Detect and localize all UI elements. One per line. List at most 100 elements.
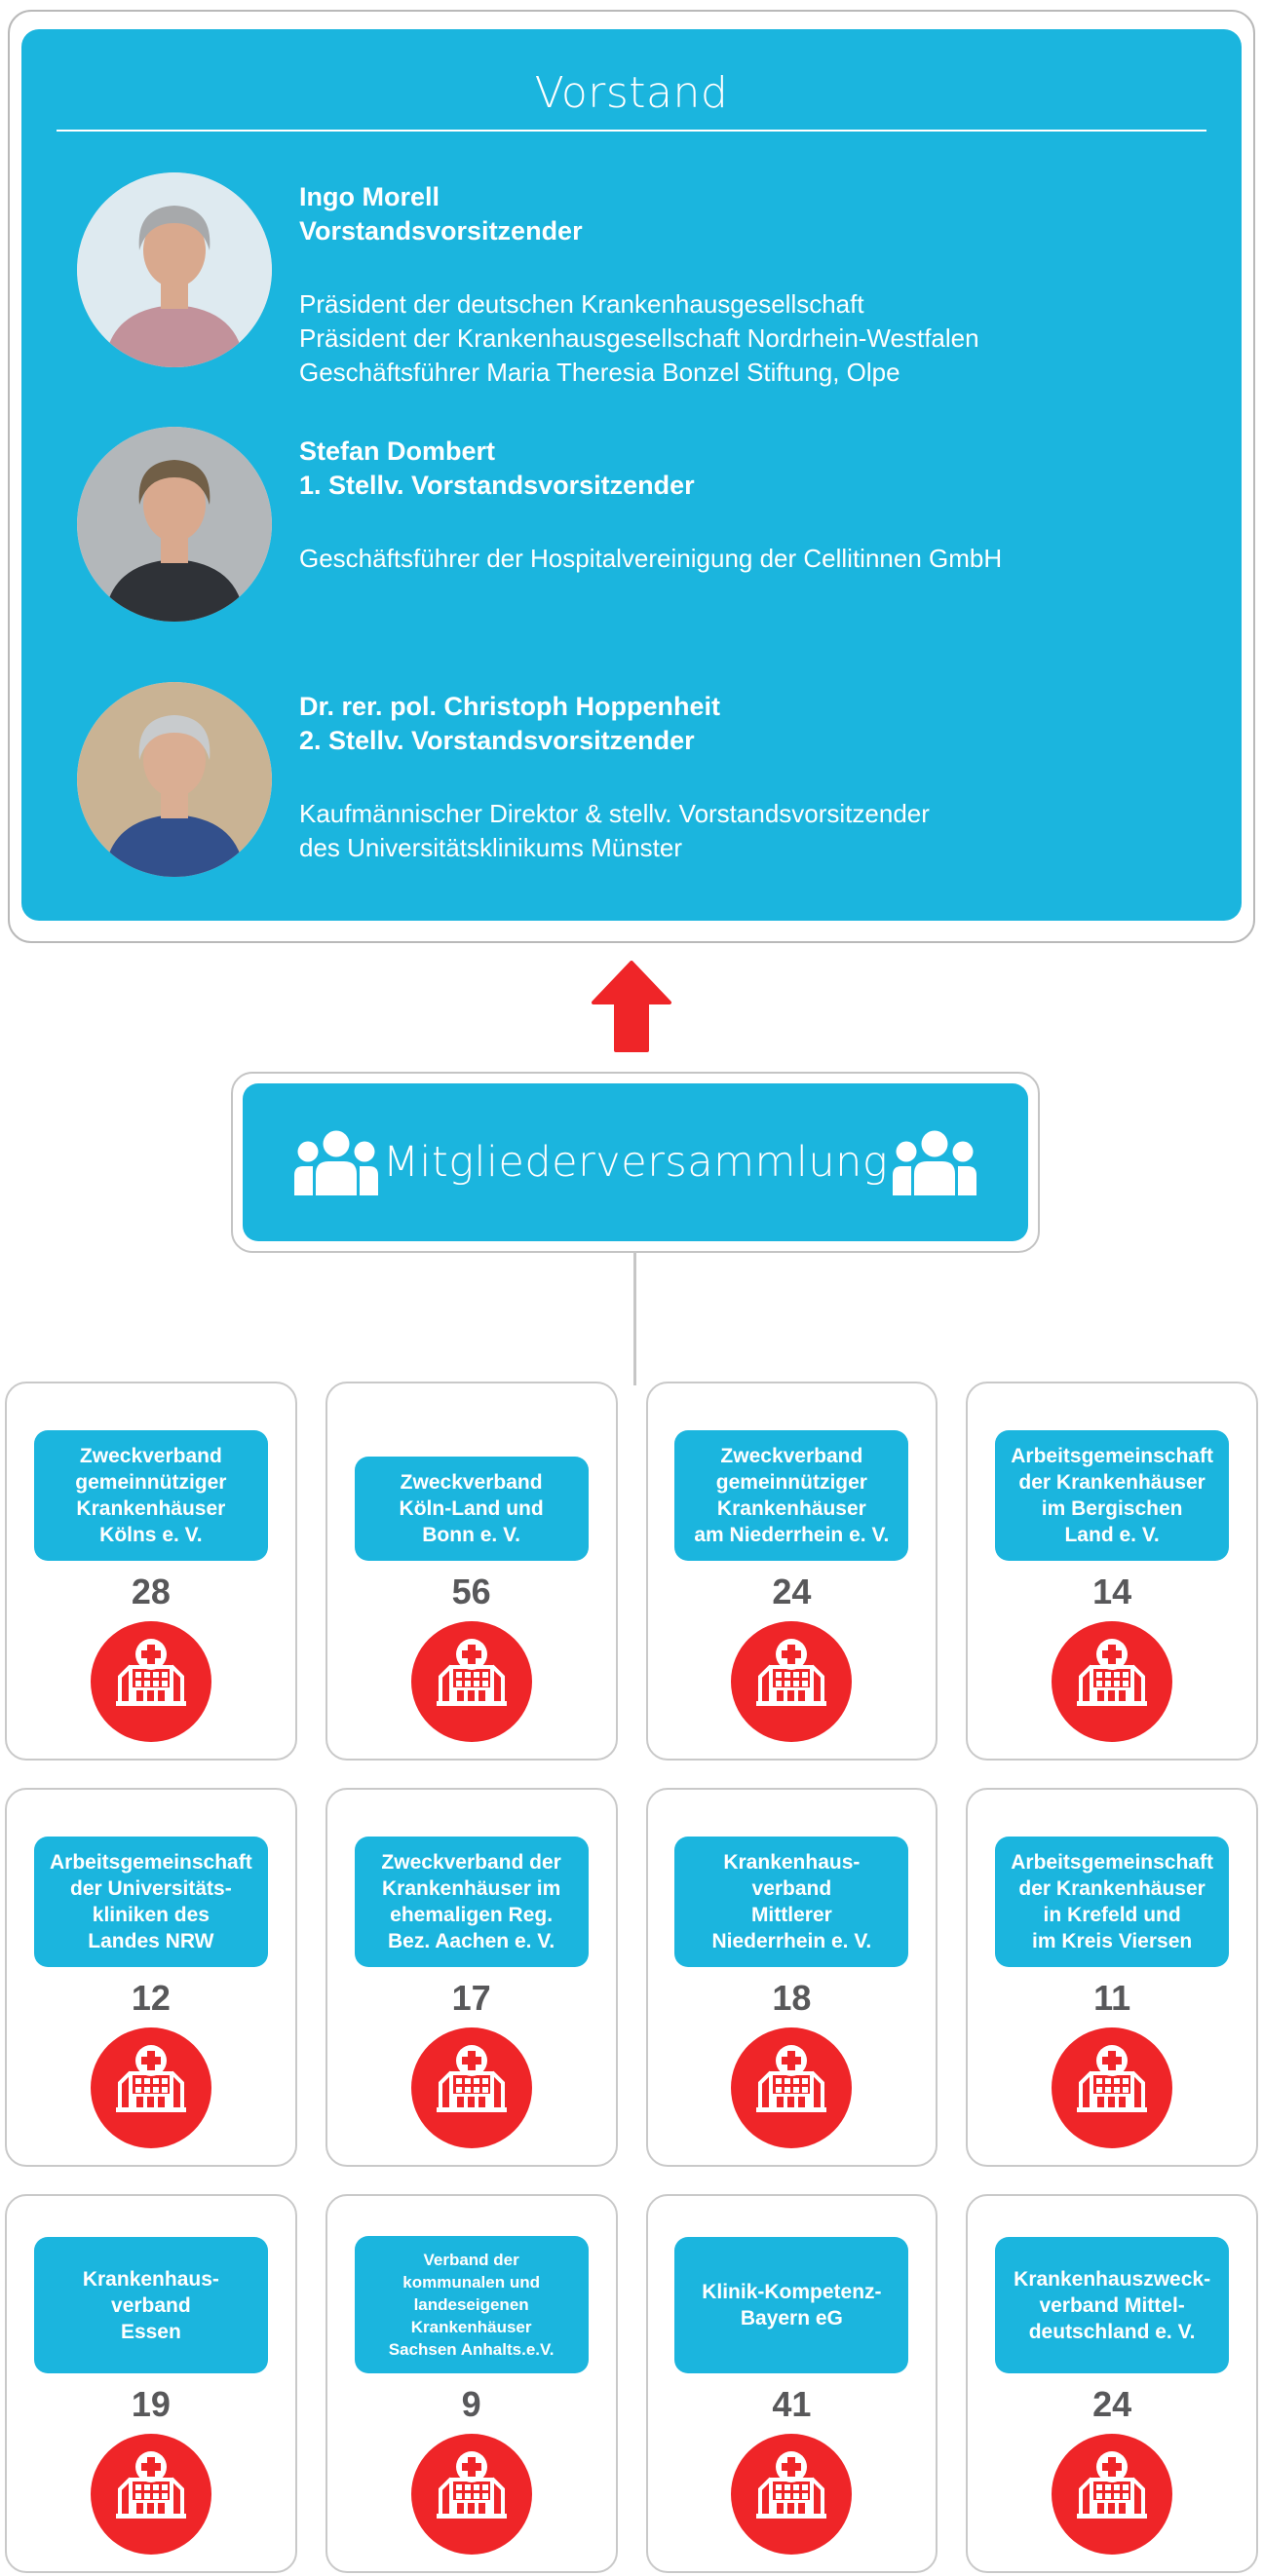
org-name-line: Arbeitsgemeinschaft [1011,1851,1213,1874]
hospital-building-icon [1052,2434,1173,2555]
member-details: Kaufmännischer Direktor & stellv. Vorsta… [299,797,930,865]
org-name-pill: Arbeitsgemeinschaft der Krankenhäuser in K… [995,1837,1230,1967]
org-name-line: Niederrhein e. V. [711,1930,872,1952]
member-name: Dr. rer. pol. Christoph Hoppenheit [299,692,721,721]
member-detail-line: Geschäftsführer Maria Theresia Bonzel St… [299,358,900,387]
member-detail-line: Kaufmännischer Direktor & stellv. Vorsta… [299,799,930,828]
member-org-card: Arbeitsgemeinschaft der Krankenhäuser in K… [966,1788,1258,2167]
org-name-line: Krankenhaus- [723,1851,861,1874]
org-name-line: Bez. Aachen e. V. [388,1930,555,1952]
board-member: Stefan Dombert 1. Stellv. Vorstandsvorsi… [77,427,1242,622]
hospital-count: 56 [451,1572,491,1611]
member-name: Ingo Morell [299,182,440,211]
member-details: Präsident der deutschen Krankenhausgesel… [299,287,979,390]
member-photo [77,682,272,877]
org-name-line: in Krefeld und [1043,1904,1181,1926]
org-name-line: Krankenhäuser [76,1497,226,1520]
org-name-line: im Bergischen [1041,1497,1183,1520]
org-name-pill: Klinik-Kompetenz- Bayern eG [674,2237,909,2373]
hospital-building-icon [731,2027,853,2148]
member-org-card: Arbeitsgemeinschaft der Krankenhäuser im B… [966,1382,1258,1761]
hospital-count: 41 [772,2384,812,2424]
board-member: Dr. rer. pol. Christoph Hoppenheit 2. St… [77,682,1242,877]
title-divider [57,130,1206,132]
org-name-line: der Krankenhäuser [1018,1877,1206,1900]
org-name-line: deutschland e. V. [1028,2320,1196,2343]
member-role: 1. Stellv. Vorstandsvorsitzender [299,471,695,500]
org-name-line: im Kreis Viersen [1032,1930,1193,1952]
assembly-label: Mitgliederversammlung [382,1138,889,1187]
board-title: Vorstand [534,68,729,118]
org-name-line: gemeinnütziger [715,1471,867,1494]
org-name-line: Zweckverband [79,1445,222,1467]
hospital-building-icon [731,2434,853,2555]
member-detail-line: Präsident der deutschen Krankenhausgesel… [299,289,864,319]
member-details: Geschäftsführer der Hospitalvereinigung … [299,542,1002,576]
hospital-building-icon [1052,2027,1173,2148]
org-name-line: Land e. V. [1064,1524,1160,1546]
org-name-line: verband Mittel- [1039,2293,1185,2317]
people-group-icon [890,1129,979,1195]
org-name-line: Mittlerer [750,1904,832,1926]
hospital-count: 17 [451,1978,491,2018]
member-org-card: Klinik-Kompetenz- Bayern eG 41 [645,2194,938,2573]
hospital-count: 28 [131,1572,171,1611]
org-name-line: Bayern eG [740,2307,843,2330]
hospital-count: 9 [461,2384,481,2424]
org-name-line: Sachsen Anhalts.e.V. [388,2340,555,2359]
member-photo [77,172,272,367]
hospital-count: 24 [772,1572,812,1611]
org-name-line: Krankenhäuser im [382,1877,561,1900]
member-name: Stefan Dombert [299,436,496,466]
org-name-line: verband [111,2293,191,2317]
org-name-pill: Arbeitsgemeinschaft der Krankenhäuser im B… [995,1430,1230,1561]
member-role: Vorstandsvorsitzender [299,216,583,246]
member-role: 2. Stellv. Vorstandsvorsitzender [299,726,695,755]
org-name-line: der Krankenhäuser [1018,1471,1206,1494]
org-name-line: Zweckverband der [381,1851,561,1874]
org-name-line: Köln-Land und [399,1497,544,1520]
org-name-line: Arbeitsgemeinschaft [1011,1445,1213,1467]
org-name-line: am Niederrhein e. V. [694,1524,890,1546]
hospital-building-icon [90,2434,211,2555]
org-name-line: Verband der [423,2251,519,2269]
board-member: Ingo Morell Vorstandsvorsitzender Präsid… [77,172,1242,390]
org-name-line: Arbeitsgemeinschaft [50,1851,252,1874]
org-name-line: Klinik-Kompetenz- [702,2281,882,2303]
assembly-box-inner: Mitgliederversammlung [243,1083,1028,1241]
vorstand-members: Ingo Morell Vorstandsvorsitzender Präsid… [21,132,1242,877]
hospital-building-icon [410,2434,532,2555]
hospital-building-icon [1052,1621,1173,1742]
member-detail-line: des Universitätsklinikums Münster [299,833,683,862]
hospital-building-icon [410,1621,532,1742]
vorstand-board-inner: Vorstand Ingo Morell Vorstandsvorsitzend… [21,29,1242,921]
assembly-box: Mitgliederversammlung [231,1072,1040,1253]
org-name-pill: Krankenhauszweck-verband Mittel-deutschl… [995,2237,1230,2373]
member-detail-line: Präsident der Krankenhausgesellschaft No… [299,323,979,353]
hospital-building-icon [90,1621,211,1742]
org-name-line: Krankenhauszweck- [1014,2267,1211,2291]
org-name-line: Zweckverband [720,1445,863,1467]
org-name-line: Krankenhäuser [410,2318,532,2336]
org-name-line: Kölns e. V. [99,1524,203,1546]
vorstand-board: Vorstand Ingo Morell Vorstandsvorsitzend… [8,10,1255,943]
org-name-line: ehemaligen Reg. [390,1904,554,1926]
hospital-count: 14 [1092,1572,1132,1611]
hospital-count: 24 [1092,2384,1132,2424]
